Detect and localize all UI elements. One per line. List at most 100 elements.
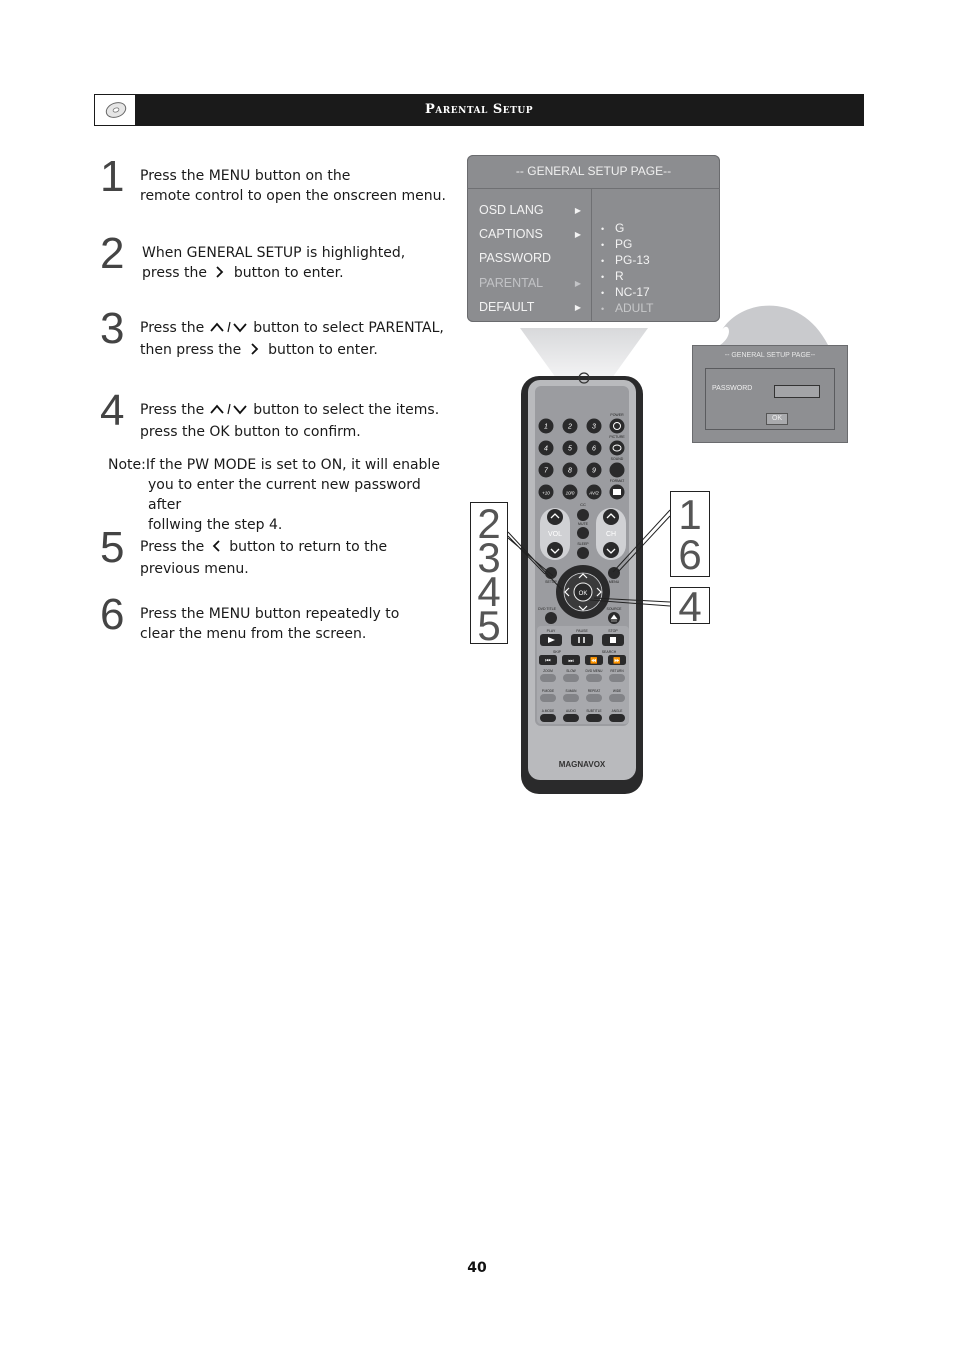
osd-item-password[interactable]: PASSWORD [479, 251, 551, 265]
nav-down-icon[interactable] [578, 605, 588, 611]
nav-right-icon[interactable] [596, 587, 602, 597]
key-label: ANGLE [612, 709, 623, 713]
password-dialog: -- GENERAL SETUP PAGE-- PASSWORD OK [692, 345, 848, 443]
rating-option[interactable]: •NC-17 [601, 285, 650, 299]
fast-forward-button[interactable] [608, 655, 626, 665]
bullet-icon: • [601, 224, 605, 234]
osd-item-osd-lang[interactable]: OSD LANG▶ [479, 203, 581, 217]
cc-label: CC [580, 502, 586, 507]
rewind-button[interactable] [585, 655, 603, 665]
vol-rocker [540, 508, 570, 560]
power-icon [613, 422, 621, 430]
rating-option[interactable]: •PG-13 [601, 253, 650, 267]
number-key-label: 1 [544, 424, 548, 431]
rating-option[interactable]: •PG [601, 237, 633, 251]
audio-button[interactable] [563, 714, 579, 722]
number-key[interactable] [586, 462, 602, 478]
password-input[interactable] [774, 385, 820, 398]
number-key[interactable] [538, 484, 554, 500]
number-key[interactable] [538, 462, 554, 478]
step-line: press the button to enter. [142, 263, 452, 285]
s-main-button[interactable] [563, 694, 579, 702]
nav-left-icon[interactable] [564, 587, 570, 597]
number-key-label: 7 [544, 468, 549, 475]
repeat-button[interactable] [586, 694, 602, 702]
bullet-icon: • [601, 288, 605, 298]
ch-down-button[interactable] [603, 542, 619, 558]
number-key[interactable] [562, 462, 578, 478]
osd-item-parental[interactable]: PARENTAL▶ [479, 276, 581, 290]
key-label: ZOOM [543, 669, 553, 673]
vol-up-button[interactable] [547, 509, 563, 525]
ir-sensor [578, 372, 590, 384]
slow-button[interactable] [563, 674, 579, 682]
sound-label: SOUND [611, 457, 624, 461]
step-line: Press the button to select the items. [140, 400, 460, 422]
svg-text:MENU: MENU [609, 580, 620, 584]
subtitle-button[interactable] [586, 714, 602, 722]
step-line: clear the menu from the screen. [140, 626, 367, 642]
page-title: Parental Setup [425, 102, 533, 117]
angle-button[interactable] [609, 714, 625, 722]
rating-options: •G •PG •PG-13 •R •NC-17 •ADULT [601, 221, 653, 317]
step-text: Press the MENU button repeatedly to clea… [140, 604, 450, 644]
step-number: 5 [100, 523, 125, 572]
key-label: SUBTITLE [586, 709, 601, 713]
step-line: Press the MENU button on the [140, 168, 351, 184]
dvd-title-button[interactable] [545, 612, 557, 624]
number-key[interactable] [538, 440, 554, 456]
menu-button[interactable] [608, 567, 620, 579]
dvd-menu-button[interactable] [586, 674, 602, 682]
sound-button[interactable] [609, 462, 625, 478]
light-beam [520, 328, 648, 378]
up-down-arrows-icon [209, 402, 249, 422]
chevron-right-icon [211, 265, 229, 285]
number-key-label: 2 [567, 424, 572, 431]
note: Note:If the PW MODE is set to ON, it wil… [108, 457, 440, 533]
rating-option[interactable]: •R [601, 269, 624, 283]
ch-up-button[interactable] [603, 509, 619, 525]
step-number: 2 [100, 229, 125, 278]
page-number: 40 [467, 1260, 487, 1276]
nav-up-icon[interactable] [578, 573, 588, 579]
rating-option[interactable]: •ADULT [601, 301, 654, 315]
zoom-button[interactable] [540, 674, 556, 682]
number-key[interactable] [586, 418, 602, 434]
key-label: REPEAT [588, 689, 601, 693]
callout-lines [507, 509, 671, 607]
ok-button[interactable]: OK [766, 413, 788, 425]
number-key[interactable] [586, 484, 602, 500]
number-key[interactable] [562, 440, 578, 456]
cc-button[interactable] [577, 509, 589, 521]
svg-text:STOP: STOP [608, 629, 618, 633]
vol-label: VOL [548, 531, 562, 538]
pause-button[interactable] [571, 634, 593, 646]
dialog-title: -- GENERAL SETUP PAGE-- [724, 352, 816, 359]
a-mode-button[interactable] [540, 714, 556, 722]
number-key[interactable] [586, 440, 602, 456]
osd-item-default[interactable]: DEFAULT▶ [479, 300, 581, 314]
return-button[interactable] [609, 674, 625, 682]
rating-option[interactable]: •G [601, 221, 625, 235]
picture-button[interactable] [609, 440, 625, 456]
skip-forward-button[interactable] [562, 655, 580, 665]
osd-item-captions[interactable]: CAPTIONS▶ [479, 227, 581, 241]
step-text: When GENERAL SETUP is highlighted, press… [142, 243, 452, 285]
skip-back-button[interactable] [539, 655, 557, 665]
vol-down-button[interactable] [547, 542, 563, 558]
number-key[interactable] [562, 418, 578, 434]
sleep-button[interactable] [577, 547, 589, 559]
ok-remote-button[interactable] [573, 582, 593, 602]
up-down-arrows-icon [209, 320, 249, 340]
number-key[interactable] [562, 484, 578, 500]
wide-button[interactable] [609, 694, 625, 702]
p-mode-button[interactable] [540, 694, 556, 702]
key-label: WIDE [613, 689, 621, 693]
chevron-left-icon [209, 539, 225, 559]
setup-button[interactable] [545, 567, 557, 579]
power-button[interactable] [609, 418, 625, 434]
number-key[interactable] [538, 418, 554, 434]
mute-button[interactable] [577, 527, 589, 539]
